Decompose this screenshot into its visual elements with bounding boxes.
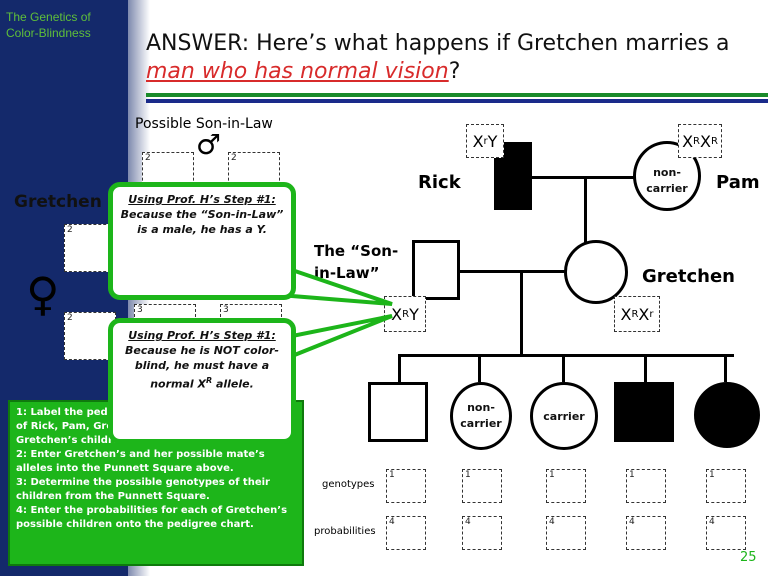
gretchen-circle[interactable] — [564, 240, 628, 304]
probability-box-2[interactable]: 4 — [462, 516, 502, 550]
punnett-gretchen-label: Gretchen — [14, 192, 102, 212]
genotype-box-2[interactable]: 1 — [462, 469, 502, 503]
son-gretchen-descent-line — [520, 272, 523, 356]
child-drop-5 — [724, 354, 727, 382]
pam-label: Pam — [716, 172, 760, 193]
callout-2-sup: R — [205, 376, 213, 385]
title-suffix: ? — [448, 59, 461, 84]
child-son-1[interactable] — [368, 382, 428, 442]
allele: X — [638, 304, 650, 324]
callout-2-text: Because he is NOT color-blind, he must h… — [124, 344, 279, 391]
probability-box-3[interactable]: 4 — [546, 516, 586, 550]
genotype-box-1[interactable]: 1 — [386, 469, 426, 503]
allele-sup: r — [483, 135, 488, 147]
gretchen-label: Gretchen — [642, 266, 735, 287]
topic-title: The Genetics of Color-Blindness — [6, 10, 91, 40]
allele: Y — [487, 131, 498, 151]
step-3: 3: Determine the possible genotypes of t… — [16, 477, 270, 502]
punnett-side-box-1[interactable]: 2 — [64, 224, 116, 272]
callout-2-heading: Using Prof. H’s Step #1: — [128, 329, 276, 342]
callout-2-pointer — [290, 314, 393, 359]
box-number: 1 — [709, 470, 715, 480]
child-drop-3 — [562, 354, 565, 382]
probability-box-1[interactable]: 4 — [386, 516, 426, 550]
allele: X — [620, 304, 632, 324]
daughter2-status: carrier — [543, 410, 585, 423]
male-symbol-icon: ♂ — [196, 128, 222, 161]
title-highlight[interactable]: man who has normal vision — [146, 59, 449, 84]
child-daughter-2[interactable] — [530, 382, 598, 450]
child-son-2-affected[interactable] — [614, 382, 674, 442]
box-number: 3 — [137, 305, 143, 315]
child-daughter-3-affected[interactable] — [694, 382, 760, 448]
title-prefix: ANSWER: Here’s what happens if Gretchen … — [146, 31, 730, 56]
callout-step1-normal: Using Prof. H’s Step #1: Because he is N… — [108, 318, 296, 444]
genotype-box-5[interactable]: 1 — [706, 469, 746, 503]
slide-title: ANSWER: Here’s what happens if Gretchen … — [146, 30, 756, 86]
callout-1-heading: Using Prof. H’s Step #1: — [128, 193, 276, 206]
box-number: 4 — [465, 517, 471, 527]
daughter1-status: non-carrier — [460, 401, 502, 430]
allele-sup: R — [631, 308, 639, 320]
step-2: 2: Enter Gretchen’s and her possible mat… — [16, 449, 265, 474]
box-number: 4 — [629, 517, 635, 527]
rick-label: Rick — [418, 172, 461, 193]
box-number: 2 — [231, 153, 237, 163]
box-number: 4 — [549, 517, 555, 527]
title-rule-green — [146, 93, 768, 97]
box-number: 4 — [709, 517, 715, 527]
box-number: 1 — [629, 470, 635, 480]
female-symbol-icon: ♀ — [26, 267, 60, 321]
callout-1-body: Because the “Son-in-Law” is a male, he h… — [120, 208, 284, 236]
box-number: 2 — [145, 153, 151, 163]
probability-box-5[interactable]: 4 — [706, 516, 746, 550]
allele: X — [472, 131, 484, 151]
step-4: 4: Enter the probabilities for each of G… — [16, 505, 288, 530]
box-number: 3 — [223, 305, 229, 315]
box-number: 1 — [549, 470, 555, 480]
allele: Y — [409, 304, 419, 324]
son-in-law-square[interactable] — [412, 240, 460, 300]
genotype-box-3[interactable]: 1 — [546, 469, 586, 503]
callout-step1-male: Using Prof. H’s Step #1: Because the “So… — [108, 182, 296, 300]
box-number: 4 — [389, 517, 395, 527]
child-daughter-1[interactable] — [450, 382, 512, 450]
punnett-side-box-2[interactable]: 2 — [64, 312, 116, 360]
sibship-line — [398, 354, 734, 357]
box-number: 2 — [67, 225, 73, 235]
callout-2-tail: allele. — [212, 377, 254, 391]
allele-sup: r — [649, 308, 654, 320]
genotype-box-4[interactable]: 1 — [626, 469, 666, 503]
rick-pam-descent-line — [584, 177, 587, 243]
child-drop-1 — [398, 354, 401, 382]
allele-sup: R — [402, 308, 410, 320]
probability-box-4[interactable]: 4 — [626, 516, 666, 550]
callout-2-body: Because he is NOT color-blind, he must h… — [119, 343, 285, 392]
allele: X — [682, 131, 694, 151]
box-number: 1 — [465, 470, 471, 480]
callout-1-pointer — [290, 267, 393, 306]
probabilities-row-label: probabilities — [314, 526, 376, 537]
child-drop-2 — [478, 354, 481, 382]
allele: X — [391, 304, 403, 324]
box-number: 1 — [389, 470, 395, 480]
allele: X — [700, 131, 711, 151]
title-rule-blue — [146, 99, 768, 103]
box-number: 2 — [67, 313, 73, 323]
pam-status: non-carrier — [646, 166, 688, 195]
genotypes-row-label: genotypes — [322, 479, 375, 490]
allele-sup: R — [693, 135, 700, 147]
son-in-law-label: The “Son-in-Law” — [314, 242, 399, 282]
page-number: 25 — [740, 550, 757, 565]
allele-sup: R — [710, 135, 718, 147]
child-drop-4 — [644, 354, 647, 382]
possible-son-label: Possible Son-in-Law — [135, 116, 273, 132]
son-gretchen-mating-line — [456, 270, 566, 273]
